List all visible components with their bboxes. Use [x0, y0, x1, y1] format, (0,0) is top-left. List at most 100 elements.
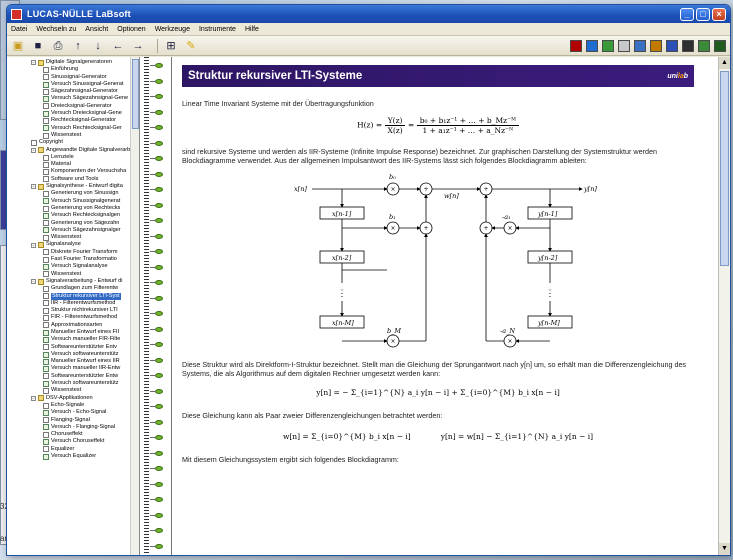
tree-item[interactable]: Copyright — [7, 139, 139, 146]
document-scrollbar[interactable]: ▲ ▼ — [718, 57, 730, 555]
toolbar-instrument-icon[interactable] — [634, 39, 646, 52]
tree-item[interactable]: Versuch Sägezahnsignalger — [7, 227, 139, 234]
tree-item[interactable]: Flanging-Signal — [7, 417, 139, 424]
menu-optionen[interactable]: Optionen — [117, 25, 146, 33]
tree-item[interactable]: Generierung von Rechtecks — [7, 205, 139, 212]
tree-item[interactable]: Sinussignal-Generator — [7, 74, 139, 81]
tree-item[interactable]: Versuch Rechtecksignalgen — [7, 212, 139, 219]
tree-item[interactable]: Sägezahnsignal-Generator — [7, 88, 139, 95]
tree-item-label: Lernziele — [51, 153, 74, 160]
tree-expander-icon[interactable]: − — [31, 395, 36, 401]
up-icon[interactable]: ↑ — [75, 39, 81, 52]
tree-item[interactable]: Versuch Signalanalyse — [7, 263, 139, 270]
tree-item[interactable]: Versuch softwareunterstütz — [7, 351, 139, 358]
tree-item[interactable]: Versuch Equalizer — [7, 453, 139, 460]
tree-expander-icon[interactable]: − — [31, 279, 36, 285]
tree-item[interactable]: Versuch Sägezahnsignal-Gene — [7, 95, 139, 103]
tree-item[interactable]: Softwareunterstützter Entv — [7, 344, 139, 351]
tree-item[interactable]: Grundlagen zum Filterentw — [7, 285, 139, 292]
back-icon[interactable]: ← — [112, 39, 124, 52]
tree-item[interactable]: Wissenstest — [7, 387, 139, 394]
tree-item[interactable]: Versuch Choruseffekt — [7, 438, 139, 446]
tree-item[interactable]: −Signalverarbeitung - Entwurf di — [7, 278, 139, 285]
menu-wechseln-zu[interactable]: Wechseln zu — [36, 25, 77, 33]
document-scroll-thumb[interactable] — [720, 71, 729, 266]
tree-item[interactable]: −Digitale Signalgeneratoren — [7, 59, 139, 66]
tree-item[interactable]: Versuch Dreiecksignal-Gene — [7, 110, 139, 117]
tree-item[interactable]: −Signalsynthese - Entwurf digita — [7, 183, 139, 190]
toolbar-instrument-icon[interactable] — [602, 39, 614, 52]
minimize-button[interactable]: _ — [680, 7, 694, 21]
tree-item[interactable]: Wissenstest — [7, 132, 139, 139]
tree-item[interactable]: Versuch - Flanging-Signal — [7, 424, 139, 431]
tree-item[interactable]: Echo-Signale — [7, 402, 139, 409]
toolbar-instrument-icon[interactable] — [666, 39, 678, 52]
menu-hilfe[interactable]: Hilfe — [244, 25, 259, 33]
tree-icon[interactable]: ⊞ — [166, 39, 176, 52]
tree-item[interactable]: Equalizer — [7, 446, 139, 453]
tree-item[interactable]: Manueller Entwurf eines IIR — [7, 358, 139, 365]
tree-item[interactable]: Versuch manueller FIR-Filte — [7, 336, 139, 343]
tree-item[interactable]: Choruseffekt — [7, 431, 139, 438]
tree-item[interactable]: Rechtecksignal-Generator — [7, 117, 139, 125]
tree-item[interactable]: −DSV-Applikationen — [7, 395, 139, 402]
tree-item[interactable]: Fast Fourier Transformatio — [7, 256, 139, 263]
tree-item[interactable]: Komponenten der Versuchsha — [7, 168, 139, 176]
tree-item[interactable]: Struktur rekursiver LTI-Syst — [7, 292, 139, 300]
maximize-button[interactable]: □ — [696, 7, 710, 21]
tree-expander-icon[interactable]: − — [31, 147, 36, 153]
tree-item[interactable]: Versuch Rechtecksignal-Ger — [7, 125, 139, 132]
tree-item[interactable]: Software und Tools — [7, 176, 139, 183]
tree-expander-icon[interactable]: − — [31, 60, 36, 66]
print-icon[interactable]: ⎙ — [53, 39, 63, 52]
tree-item[interactable]: Wissenstest — [7, 234, 139, 241]
title-bar[interactable]: LUCAS-NÜLLE LaBsoft _ □ × — [7, 5, 730, 23]
delay-label: y[n-2] — [537, 254, 558, 262]
tree-item[interactable]: Approximationsarten — [7, 322, 139, 329]
tree-item[interactable]: Versuch Sinussignal-Generat — [7, 81, 139, 88]
menu-datei[interactable]: Datei — [11, 25, 28, 33]
tree-item[interactable]: Einführung — [7, 66, 139, 73]
tree-item[interactable]: Lernziele — [7, 154, 139, 161]
toolbar-instrument-icon[interactable] — [682, 39, 694, 52]
tree-item[interactable]: Generierung von Sinussign — [7, 190, 139, 197]
menu-instrumente[interactable]: Instrumente — [198, 25, 236, 33]
menu-werkzeuge[interactable]: Werkzeuge — [154, 25, 190, 33]
tree-item[interactable]: Versuch softwareunterstütz — [7, 380, 139, 387]
tree-item[interactable]: Softwareunterstützter Entw — [7, 373, 139, 380]
scroll-up-icon[interactable]: ▲ — [719, 57, 730, 69]
tree-item[interactable]: −Signalanalyse — [7, 241, 139, 249]
tree-scroll-thumb[interactable] — [132, 59, 139, 129]
pen-icon[interactable]: ✎ — [186, 39, 196, 52]
forward-icon[interactable]: → — [132, 39, 144, 52]
tree-expander-icon[interactable]: − — [31, 184, 36, 190]
tree-item[interactable]: Versuch Sinussignalgenerat — [7, 198, 139, 205]
tree-expander-icon[interactable]: − — [31, 242, 36, 248]
scroll-down-icon[interactable]: ▼ — [719, 543, 730, 555]
tree-item[interactable]: Struktur nichtrekursiver LTI — [7, 307, 139, 314]
tree-item-label: Struktur rekursiver LTI-Syst — [51, 292, 121, 300]
toolbar-instrument-icon[interactable] — [698, 39, 710, 52]
tree-scrollbar[interactable] — [130, 57, 139, 555]
close-button[interactable]: × — [712, 7, 726, 21]
toolbar-instrument-icon[interactable] — [570, 39, 582, 52]
tree-item[interactable]: Versuch manueller IIR-Entw — [7, 365, 139, 373]
tree-item[interactable]: Versuch - Echo-Signal — [7, 409, 139, 416]
menu-ansicht[interactable]: Ansicht — [85, 25, 109, 33]
folder-icon[interactable]: ▣ — [12, 39, 24, 52]
toolbar-instrument-icon[interactable] — [650, 39, 662, 52]
toolbar-instrument-icon[interactable] — [586, 39, 598, 52]
tree-item[interactable]: IIR - Filterentwurfsmethod — [7, 300, 139, 307]
toolbar-instrument-icon[interactable] — [714, 39, 726, 52]
toolbar-instrument-icon[interactable] — [618, 39, 630, 52]
down-icon[interactable]: ↓ — [95, 39, 101, 52]
tree-item[interactable]: Manueller Entwurf eines FII — [7, 329, 139, 336]
tree-item[interactable]: FIR - Filterentwurfsmethod — [7, 314, 139, 322]
tree-item[interactable]: Generierung von Sägezahn — [7, 220, 139, 227]
tree-item[interactable]: −Angewandte Digitale Signalverarbe — [7, 147, 139, 154]
tree-item[interactable]: Diskrete Fourier Transform — [7, 249, 139, 256]
tree-item[interactable]: Material — [7, 161, 139, 168]
tree-item[interactable]: Wissenstest — [7, 271, 139, 278]
tree-item[interactable]: Dreiecksignal-Generator — [7, 103, 139, 110]
save-icon[interactable]: ■ — [34, 39, 42, 52]
